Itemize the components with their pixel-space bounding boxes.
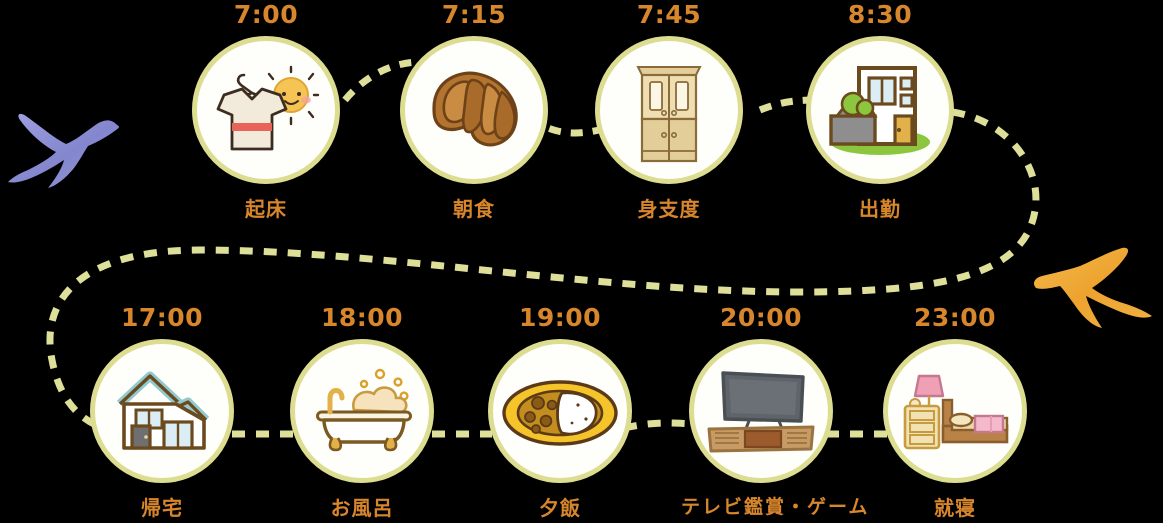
icon-bubble[interactable] <box>90 339 234 483</box>
croissant-icon <box>424 68 524 152</box>
activity-label: 夕飯 <box>539 496 581 520</box>
activity-label: 出勤 <box>859 197 901 221</box>
timeline-node-2300[interactable]: 23:00 就寝 <box>875 305 1035 521</box>
curry-rice-icon <box>502 375 618 447</box>
icon-bubble[interactable] <box>595 36 743 184</box>
time-label: 7:00 <box>233 0 299 29</box>
icon-bubble[interactable] <box>192 36 340 184</box>
swallow-bird-right <box>1028 247 1158 358</box>
house-icon <box>110 368 214 454</box>
timeline-node-1900[interactable]: 19:00 夕飯 <box>480 305 640 521</box>
swallow-bird-left <box>6 100 124 200</box>
icon-bubble[interactable] <box>806 36 954 184</box>
time-label: 19:00 <box>518 303 602 332</box>
activity-label: 身支度 <box>637 197 701 221</box>
time-label: 17:00 <box>120 303 204 332</box>
activity-label: テレビ鑑賞・ゲーム <box>681 496 870 518</box>
activity-label: 起床 <box>245 197 287 221</box>
time-label: 20:00 <box>719 303 803 332</box>
bathtub-icon <box>308 366 416 456</box>
icon-bubble[interactable] <box>883 339 1027 483</box>
wardrobe-cabinet-icon <box>634 57 704 163</box>
timeline-node-1700[interactable]: 17:00 帰宅 <box>82 305 242 521</box>
timeline-node-2000[interactable]: 20:00 テレビ鑑賞・ゲーム <box>681 303 870 519</box>
time-label: 18:00 <box>320 303 404 332</box>
time-label: 7:15 <box>441 0 507 29</box>
timeline-node-0745[interactable]: 7:45 身支度 <box>589 2 749 222</box>
icon-bubble[interactable] <box>488 339 632 483</box>
timeline-node-0830[interactable]: 8:30 出勤 <box>800 2 960 222</box>
television-icon <box>705 369 817 453</box>
icon-bubble[interactable] <box>290 339 434 483</box>
timeline-node-0700[interactable]: 7:00 <box>186 2 346 222</box>
activity-label: 就寝 <box>934 496 976 520</box>
office-building-icon <box>825 64 935 156</box>
timeline-node-0715[interactable]: 7:15 朝食 <box>394 2 554 222</box>
activity-label: 朝食 <box>453 197 495 221</box>
shirt-hanger-sun-icon <box>214 65 320 153</box>
time-label: 8:30 <box>847 0 913 29</box>
activity-label: お風呂 <box>330 496 394 520</box>
time-label: 23:00 <box>913 303 997 332</box>
timeline-node-1800[interactable]: 18:00 お風呂 <box>282 305 442 521</box>
icon-bubble[interactable] <box>689 339 833 483</box>
time-label: 7:45 <box>636 0 702 29</box>
icon-bubble[interactable] <box>400 36 548 184</box>
bed-lamp-icon <box>899 370 1011 452</box>
activity-label: 帰宅 <box>141 496 183 520</box>
